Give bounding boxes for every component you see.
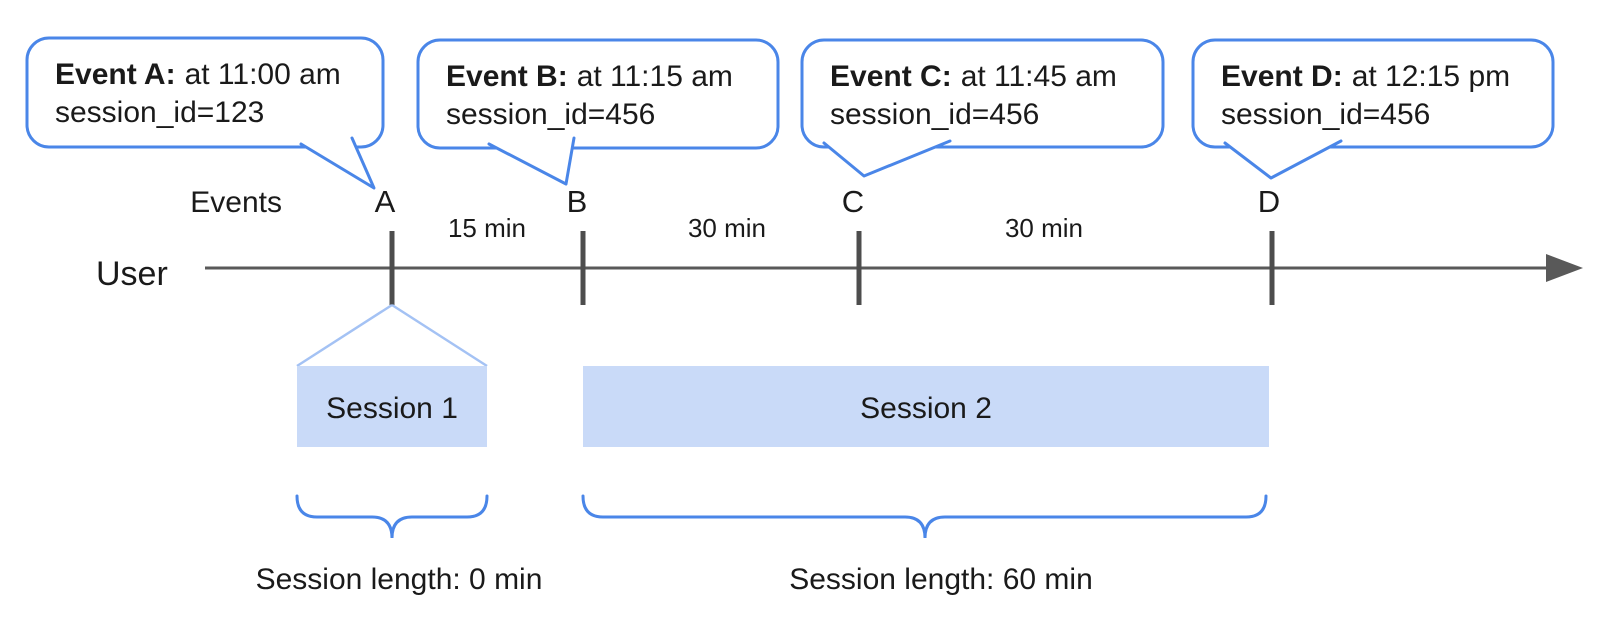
event-a-callout: Event A: at 11:00 am session_id=123 xyxy=(25,36,385,190)
session-1-label: Session 1 xyxy=(326,392,458,425)
session-1-rect xyxy=(297,366,487,447)
event-d-line1: Event D: at 12:15 pm xyxy=(1221,60,1510,93)
session-2-bar: Session 2 xyxy=(583,366,1269,447)
event-a-time: at 11:00 am xyxy=(185,58,341,91)
event-d-time: at 12:15 pm xyxy=(1352,60,1510,93)
session-2-length-label: Session length: 60 min xyxy=(789,563,1093,596)
event-d-bubble-tail xyxy=(1223,139,1343,180)
event-c-bubble xyxy=(800,38,1165,149)
event-c-callout: Event C: at 11:45 am session_id=456 xyxy=(800,38,1165,178)
event-c-time: at 11:45 am xyxy=(961,60,1117,93)
event-c-line1: Event C: at 11:45 am xyxy=(830,60,1117,93)
session-1-length-label: Session length: 0 min xyxy=(256,563,543,596)
event-b-bubble xyxy=(416,38,780,150)
events-row-label: Events xyxy=(190,186,282,219)
event-b-title: Event B: xyxy=(446,60,568,93)
session-1-bar: Session 1 xyxy=(297,366,487,447)
event-c-session-id: session_id=456 xyxy=(830,98,1039,131)
user-timeline xyxy=(205,231,1583,305)
session-2-label: Session 2 xyxy=(860,392,992,425)
interval-a-b-label: 15 min xyxy=(448,213,526,243)
event-b-time: at 11:15 am xyxy=(577,60,733,93)
event-d-callout: Event D: at 12:15 pm session_id=456 xyxy=(1191,38,1555,180)
event-b-line1: Event B: at 11:15 am xyxy=(446,60,733,93)
event-c-title: Event C: xyxy=(830,60,952,93)
session1-funnel-lines xyxy=(296,303,488,368)
event-a-bubble xyxy=(25,36,385,149)
interval-b-c-label: 30 min xyxy=(688,213,766,243)
event-b-bubble-tail xyxy=(487,136,576,186)
event-d-title: Event D: xyxy=(1221,60,1343,93)
event-a-bubble-tail xyxy=(299,136,376,190)
event-d-bubble xyxy=(1191,38,1555,149)
event-c-bubble-tail xyxy=(822,139,952,178)
session-2-rect xyxy=(583,366,1269,447)
event-a-title: Event A: xyxy=(55,58,176,91)
session-2-brace xyxy=(581,494,1268,539)
event-letter-b: B xyxy=(567,184,588,219)
timeline-arrowhead-icon xyxy=(1546,254,1583,282)
user-row-label: User xyxy=(96,255,168,293)
interval-c-d-label: 30 min xyxy=(1005,213,1083,243)
event-b-callout: Event B: at 11:15 am session_id=456 xyxy=(416,38,780,186)
event-letter-a: A xyxy=(375,184,396,219)
event-a-session-id: session_id=123 xyxy=(55,96,264,129)
event-b-session-id: session_id=456 xyxy=(446,98,655,131)
event-a-line1: Event A: at 11:00 am xyxy=(55,58,341,91)
event-letter-c: C xyxy=(842,184,864,219)
event-d-session-id: session_id=456 xyxy=(1221,98,1430,131)
event-letter-d: D xyxy=(1258,184,1280,219)
session-1-brace xyxy=(295,494,489,539)
